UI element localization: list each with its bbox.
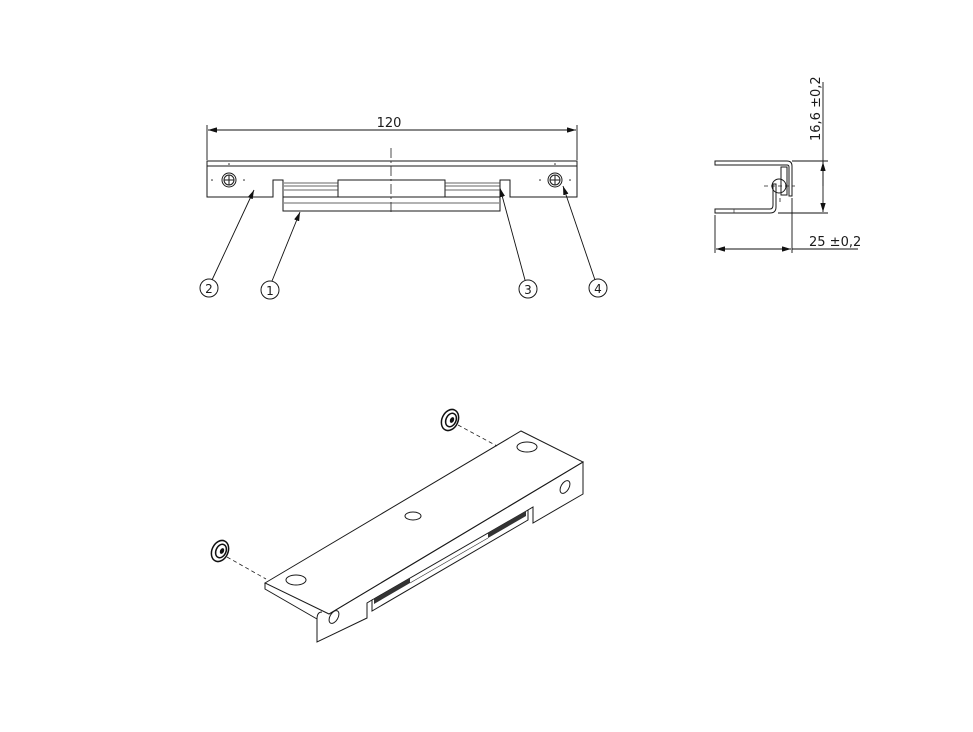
dimension-depth: 25 ±0,2 [714,198,861,253]
side-view: 16,6 ±0,2 25 ±0,2 [714,76,861,253]
screw-iso-left [210,539,230,563]
screw-head-left [211,163,245,188]
dimension-height-label: 16,6 ±0,2 [809,76,824,141]
balloon-1: 1 [260,280,280,300]
dimension-height: 16,6 ±0,2 [778,76,828,214]
balloon-2: 2 [199,278,219,298]
dimension-depth-label: 25 ±0,2 [809,235,861,250]
isometric-view [210,408,585,643]
screw-head-right [539,163,571,188]
svg-text:3: 3 [524,283,532,297]
dimension-120-label: 120 [377,116,402,131]
balloon-4: 4 [588,278,608,298]
svg-text:1: 1 [266,284,274,298]
screw-iso-right [440,408,460,432]
front-view: 120 [199,116,608,300]
dimension-120: 120 [206,116,578,160]
svg-text:4: 4 [594,282,602,296]
balloon-3: 3 [518,279,538,299]
svg-text:2: 2 [205,282,213,296]
